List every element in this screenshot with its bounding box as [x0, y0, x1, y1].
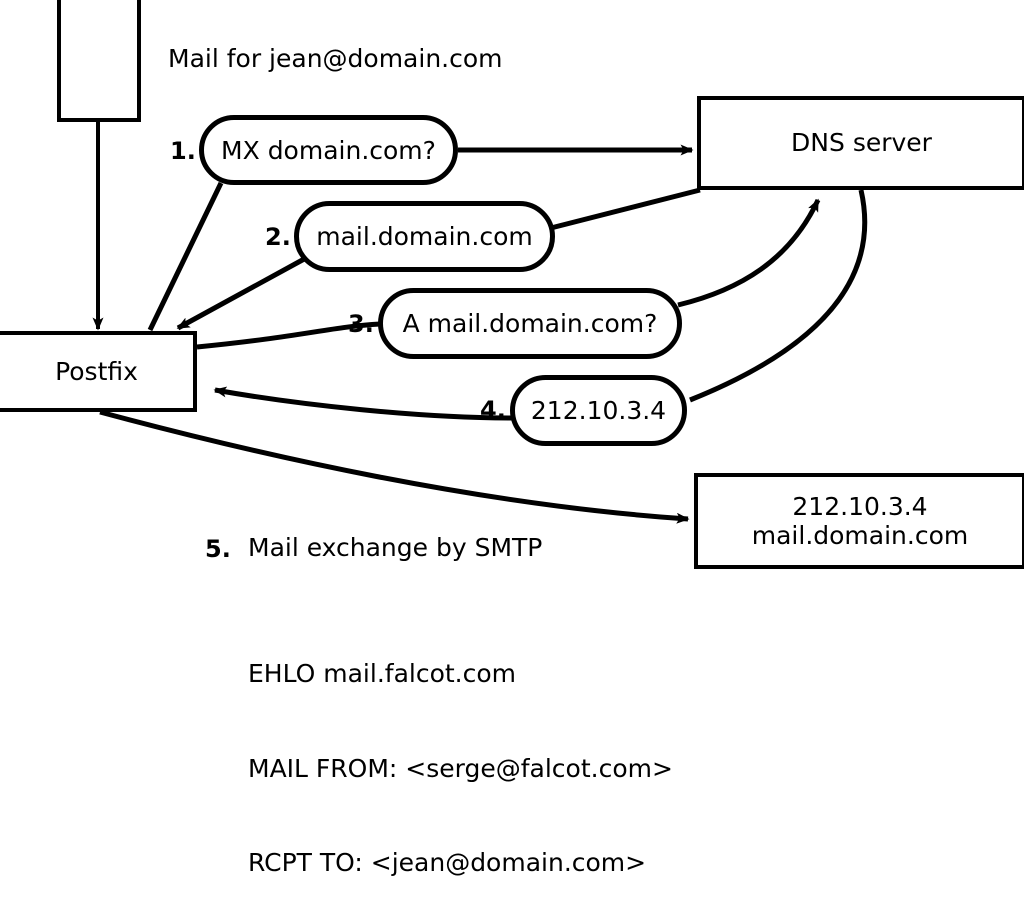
transcript-line: RCPT TO: <jean@domain.com> [248, 848, 647, 877]
transcript-line: EHLO mail.falcot.com [248, 659, 517, 688]
node-mail-server-box: 212.10.3.4 mail.domain.com [694, 473, 1024, 569]
node-mail-server-host: mail.domain.com [751, 521, 969, 550]
bubble-step-3-label: A mail.domain.com? [402, 309, 658, 338]
line-postfix-to-step3 [196, 321, 381, 350]
smtp-transcript: EHLO mail.falcot.com MAIL FROM: <serge@f… [248, 595, 673, 919]
line-dns-to-step2 [542, 187, 701, 233]
bubble-step-2-label: mail.domain.com [316, 222, 533, 251]
bubble-step-3: A mail.domain.com? [378, 288, 682, 359]
bubble-step-2: mail.domain.com [294, 201, 555, 272]
mail-for-label: Mail for jean@domain.com [168, 44, 503, 73]
node-postfix-box: Postfix [0, 331, 197, 412]
node-dns-server-label: DNS server [791, 128, 932, 158]
bubble-step-4-label: 212.10.3.4 [530, 396, 667, 425]
arrow-postfix-to-mailserver [99, 409, 690, 524]
bubble-step-4: 212.10.3.4 [510, 375, 687, 446]
arrow-step2-to-postfix [176, 255, 308, 331]
arrow-step4-to-postfix [213, 386, 513, 421]
node-dns-server-box: DNS server [697, 96, 1024, 190]
transcript-line: MAIL FROM: <serge@falcot.com> [248, 753, 673, 783]
step-3-number: 3. [348, 310, 374, 338]
bubble-step-1-label: MX domain.com? [221, 135, 436, 165]
step-4-number: 4. [480, 396, 506, 424]
arrow-step3-to-dns [677, 198, 821, 308]
node-mail-server-ip: 212.10.3.4 [792, 491, 928, 521]
step-5-number: 5. [205, 535, 231, 563]
bubble-step-1: MX domain.com? [199, 115, 458, 185]
node-postfix-label: Postfix [55, 356, 138, 386]
step-2-number: 2. [265, 223, 291, 251]
step-1-number: 1. [170, 137, 196, 165]
line-dns-to-step4 [689, 189, 868, 403]
node-sender-box [57, 0, 141, 122]
line-postfix-to-step1 [147, 181, 224, 332]
step-5-label: Mail exchange by SMTP [248, 533, 543, 562]
